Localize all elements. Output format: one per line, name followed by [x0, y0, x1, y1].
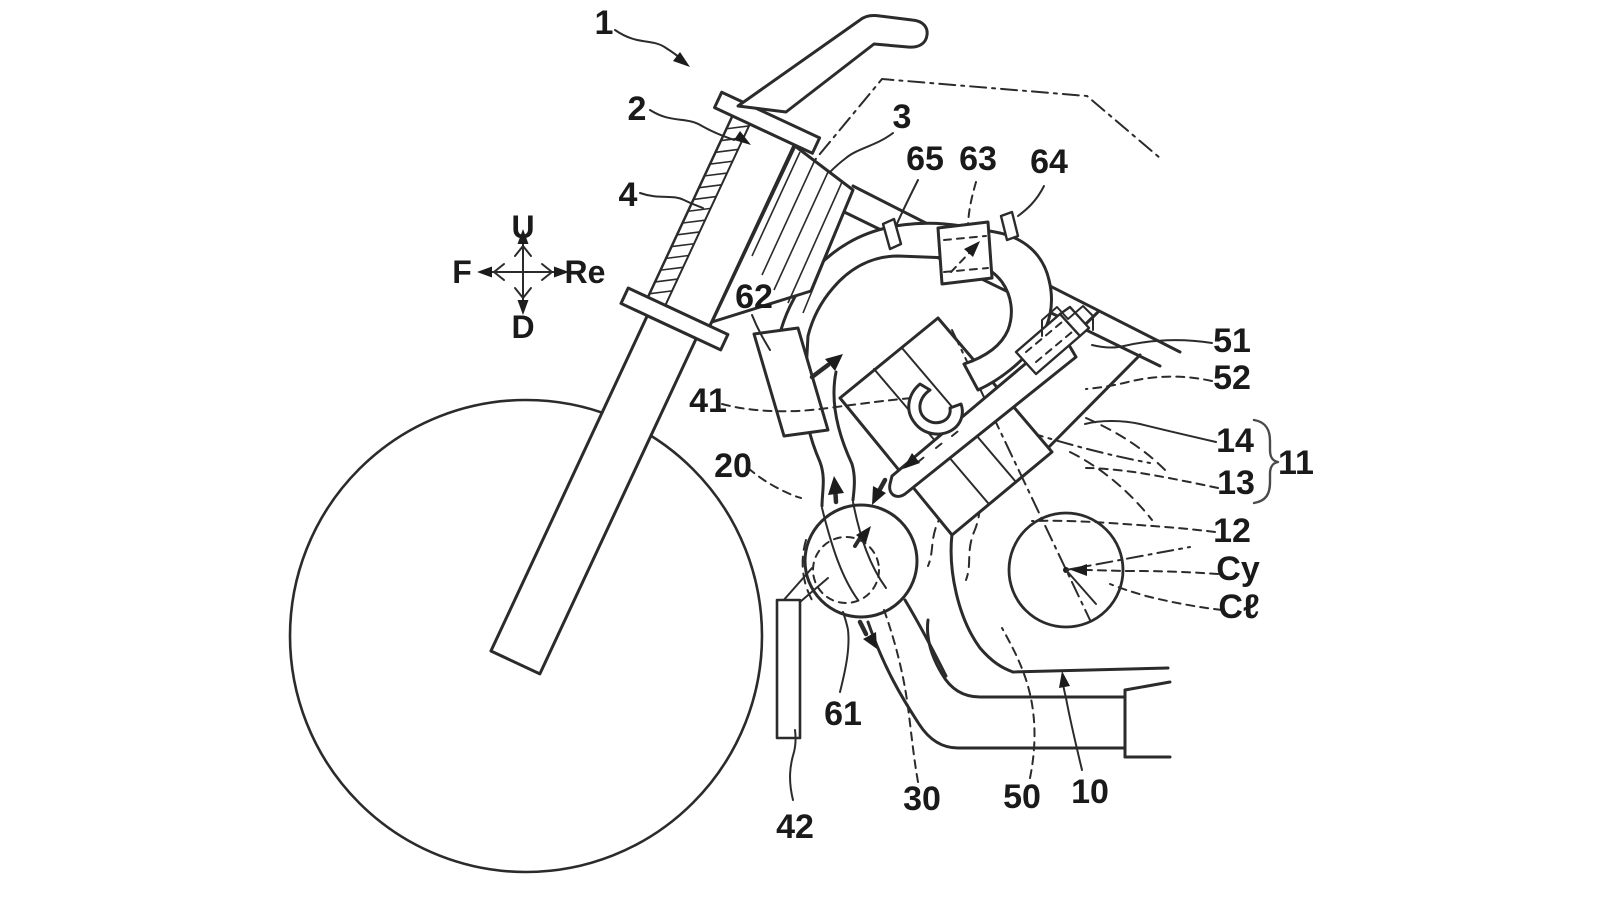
injector-bracket: [1041, 305, 1094, 337]
leader-51: [1091, 339, 1213, 349]
leader-63: [967, 181, 977, 225]
front-wheel: [288, 398, 764, 874]
leader-4: [639, 192, 704, 209]
valve-box-63: [936, 220, 994, 286]
label-30: 30: [903, 780, 941, 818]
leader-41: [721, 397, 913, 413]
label-14: 14: [1216, 422, 1254, 460]
flow-arrows: [809, 354, 888, 649]
funnel-41: [907, 382, 964, 436]
label-50: 50: [1003, 778, 1041, 816]
label-52: 52: [1213, 359, 1251, 397]
label-13: 13: [1217, 464, 1255, 502]
head-gusset: [710, 144, 855, 324]
inlet-flow-arrow: [825, 354, 843, 371]
label-62: 62: [735, 278, 773, 316]
leader-10: [1061, 678, 1083, 771]
band-flow-arrow: [903, 453, 920, 469]
down-member-2: [1042, 353, 1142, 454]
resonator-box-62: [752, 326, 830, 438]
cleaner-arrow: [856, 526, 871, 543]
front-fork: [489, 90, 822, 676]
under-duct-upper-edge: [903, 598, 948, 678]
leader-65: [895, 179, 919, 227]
leader-42: [789, 729, 797, 801]
leader-52: [1085, 375, 1213, 390]
leader-2: [649, 109, 735, 141]
label-cy: Cy: [1216, 550, 1260, 588]
tab-65: [881, 217, 903, 251]
label-2: 2: [628, 90, 647, 128]
leader-lines: [614, 29, 1280, 801]
body-outline-dashdot: [799, 77, 1161, 179]
label-20: 20: [714, 447, 752, 485]
leader-61: [839, 611, 850, 693]
leader-cy: [1085, 569, 1219, 575]
leader-30: [883, 609, 919, 783]
rear-duct-top-line: [1011, 666, 1170, 674]
crankcase-and-ducts: [866, 532, 1172, 759]
label-12: 12: [1213, 512, 1251, 550]
compass-front: F: [452, 254, 472, 290]
leader-50: [1001, 627, 1036, 779]
label-1: 1: [595, 4, 614, 42]
label-42: 42: [776, 808, 814, 846]
valve-arrow: [964, 241, 980, 257]
handlebar: [736, 14, 929, 114]
leader-12: [1031, 519, 1216, 533]
leader-14: [1084, 420, 1217, 443]
label-64: 64: [1030, 143, 1068, 181]
label-51: 51: [1213, 322, 1251, 360]
leader-62: [751, 314, 771, 351]
label-11: 11: [1278, 444, 1314, 482]
leader-20: [747, 467, 802, 499]
duct-line-c: [866, 620, 1127, 750]
rear-box-top: [1123, 680, 1172, 692]
label-65: 65: [906, 140, 944, 178]
label-cl: Cℓ: [1218, 588, 1259, 626]
air-cleaner-61: [803, 501, 919, 619]
leader-64: [1017, 185, 1045, 217]
stem-bottom-cap: [619, 286, 730, 352]
under-duct-arrow: [863, 632, 877, 649]
duct-line-b: [926, 618, 1127, 699]
duct-down-arrow: [872, 486, 886, 505]
label-10: 10: [1071, 773, 1109, 811]
compass-up: U: [511, 209, 534, 245]
leader-3: [829, 132, 894, 173]
reference-labels: 1 2 4 3 65 63 64 62 41 20 51 52 14 13 11…: [595, 4, 1314, 846]
label-41: 41: [689, 382, 727, 420]
leader-1: [614, 29, 683, 61]
tab-64: [999, 210, 1020, 242]
upper-intake-duct: [775, 210, 1053, 392]
compass-down: D: [511, 309, 534, 345]
valve-flap-dash: [950, 249, 973, 273]
block-fin-2: [873, 368, 989, 504]
label-63: 63: [959, 140, 997, 178]
brace-11: [1252, 418, 1280, 505]
duct-up-arrow: [828, 476, 844, 495]
orientation-compass: U D F Re: [452, 209, 605, 345]
crankcase-front-edge: [949, 532, 1015, 674]
label-3: 3: [893, 98, 912, 136]
cover-strip-42: [775, 567, 829, 740]
leader-cl: [1109, 583, 1223, 611]
injector-assembly: [888, 305, 1094, 498]
label-4: 4: [619, 176, 638, 214]
label-61: 61: [824, 695, 862, 733]
injector-top-face: [1058, 305, 1091, 338]
injector-band: [888, 331, 1078, 498]
leader-13: [1085, 467, 1219, 489]
compass-rear: Re: [565, 254, 606, 290]
fork-lower-tube: [489, 314, 698, 676]
